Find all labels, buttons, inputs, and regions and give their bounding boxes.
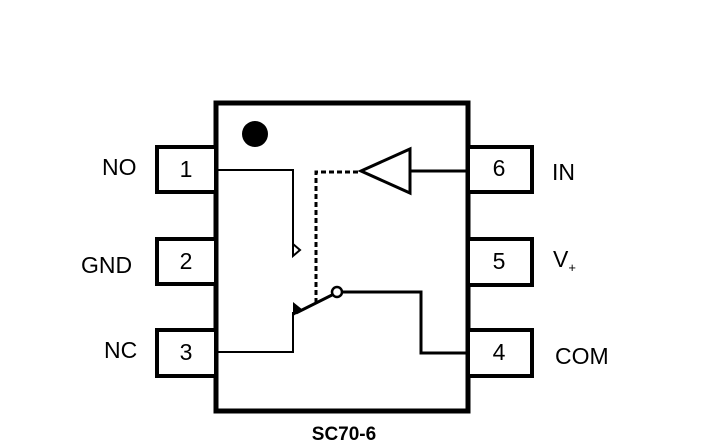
pin-1-number: 1 xyxy=(180,156,193,182)
pin-4-number: 4 xyxy=(493,339,506,365)
pin-5-number: 5 xyxy=(493,248,506,274)
pin-1: 1 NO xyxy=(102,145,218,194)
pin-4: 4 COM xyxy=(466,328,609,378)
pin-1-box xyxy=(155,145,218,194)
pin-5-name: V+ xyxy=(553,246,576,275)
input-buffer-icon xyxy=(357,146,412,196)
control-link-dashed xyxy=(314,170,361,303)
nc-trace xyxy=(218,312,294,353)
pin-1-dot-icon xyxy=(242,121,268,147)
nc-contact-icon xyxy=(293,302,303,316)
pin-3-box xyxy=(155,328,218,378)
pin-6: 6 IN xyxy=(466,145,575,194)
pin-4-name: COM xyxy=(555,343,609,369)
pin-2-box xyxy=(155,237,218,286)
pin-3-number: 3 xyxy=(180,339,193,365)
pin-5: 5 V+ xyxy=(466,237,576,287)
pin-3: 3 NC xyxy=(104,328,218,378)
pin-5-box xyxy=(466,237,534,287)
pin-5-name-subscript: + xyxy=(568,260,576,275)
pin-2: 2 GND xyxy=(81,237,218,286)
pin-5-name-main: V xyxy=(553,246,569,272)
pin-3-name: NC xyxy=(104,337,137,363)
switch-arm xyxy=(295,293,333,315)
pin-6-name: IN xyxy=(552,159,575,185)
com-trace xyxy=(342,290,468,355)
pin-6-number: 6 xyxy=(493,155,506,181)
pin-2-number: 2 xyxy=(180,248,193,274)
no-trace xyxy=(218,169,294,252)
package-label: SC70-6 xyxy=(312,424,376,445)
no-contact-icon xyxy=(292,241,302,259)
pin-2-name: GND xyxy=(81,252,132,278)
pin-1-name: NO xyxy=(102,154,137,180)
switch-pivot-icon xyxy=(330,285,344,299)
package-outline xyxy=(213,100,471,414)
